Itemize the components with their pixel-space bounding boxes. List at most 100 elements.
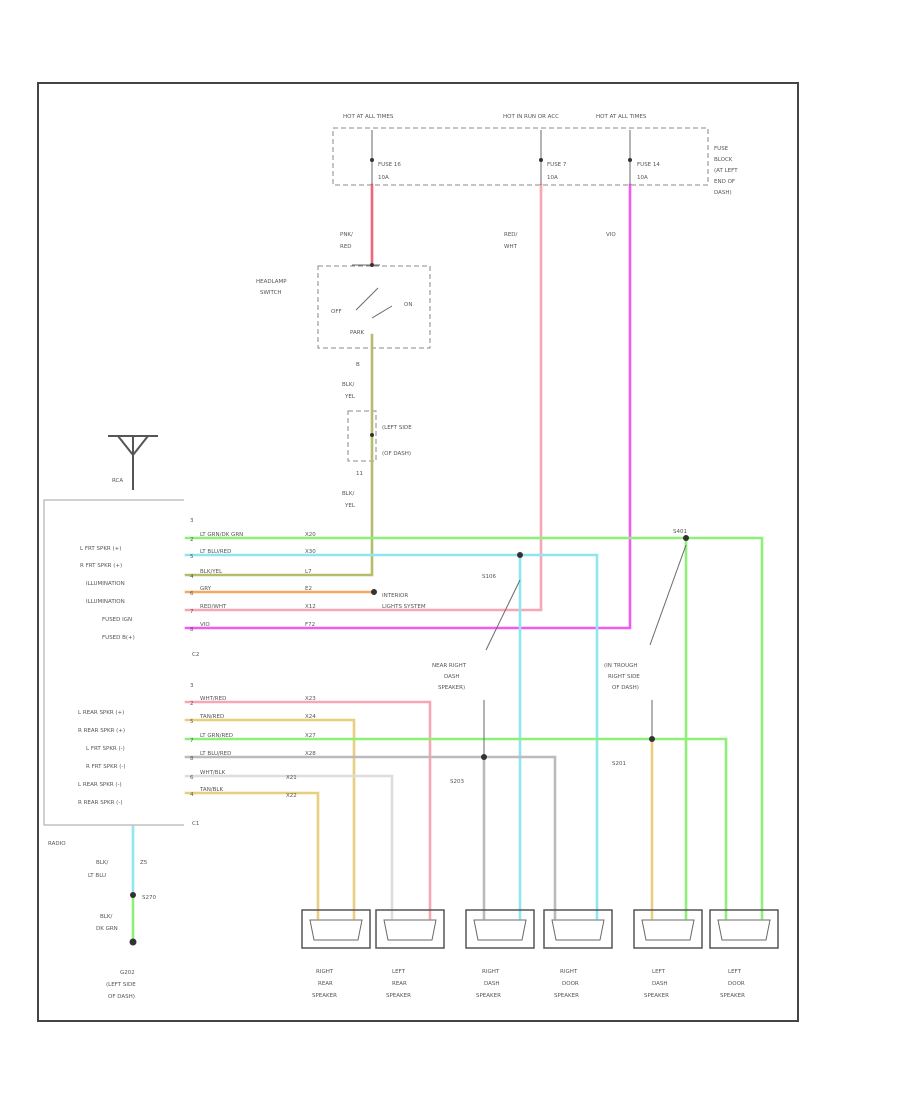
interior-label-2: LIGHTS SYSTEM xyxy=(382,604,426,610)
c2-circuit-4: X12 xyxy=(305,604,316,610)
hot-at-all-1: HOT AT ALL TIMES xyxy=(343,114,394,120)
wire-lt-grn-red xyxy=(184,737,728,920)
splice-s203-dot xyxy=(481,754,487,760)
switch-on: ON xyxy=(404,302,412,308)
c2-wire-1: LT BLU/RED xyxy=(200,549,231,555)
splice-s106-dot xyxy=(517,552,523,558)
fuse-block-2: BLOCK xyxy=(714,157,733,163)
wire-blk-yel xyxy=(184,333,374,577)
speaker-0-line1: RIGHT xyxy=(316,969,334,975)
c1-wire-4: WHT/BLK xyxy=(200,770,226,776)
speaker-2-line1: RIGHT xyxy=(482,969,500,975)
ground-loc-2: OF DASH) xyxy=(108,994,135,1000)
fuse-7-amp: 10A xyxy=(547,175,558,181)
ground-splice: S270 xyxy=(142,895,156,901)
wire-pnk-red-label-2: RED xyxy=(340,244,352,250)
hot-in-run: HOT IN RUN OR ACC xyxy=(503,114,559,120)
c1-name-2: L FRT SPKR (-) xyxy=(86,746,125,752)
fuse-14-amp: 10A xyxy=(637,175,648,181)
fuse-16-amp: 10A xyxy=(378,175,389,181)
switch-park: PARK xyxy=(350,330,365,336)
c2-pin-0: 3 xyxy=(190,518,194,524)
c2-name-3: ILLUMINATION xyxy=(86,599,125,605)
c1-wire-0: WHT/RED xyxy=(200,696,226,702)
speaker-left-door xyxy=(709,909,779,949)
ground-name: G202 xyxy=(120,970,135,976)
c2-pin-4: 6 xyxy=(190,591,194,597)
interior-label-1: INTERIOR xyxy=(382,593,408,599)
c1-pin-6: 4 xyxy=(190,792,194,798)
speaker-right-dash xyxy=(465,909,535,949)
trough-2: RIGHT SIDE xyxy=(608,674,640,680)
switch-dot xyxy=(370,263,374,267)
splice-s201-dot xyxy=(649,736,655,742)
splice-s106: S106 xyxy=(482,574,496,580)
c1-circuit-4: X21 xyxy=(286,775,297,781)
ground-g202-dot xyxy=(129,938,137,946)
c2-circuit-3: E2 xyxy=(305,586,312,592)
connector-box xyxy=(347,410,377,462)
c2-name-0: L FRT SPKR (+) xyxy=(80,546,121,552)
s106-leader xyxy=(485,579,521,651)
connector-dot xyxy=(370,433,374,437)
fuse-14-dot xyxy=(628,158,632,162)
speaker-4-line1: LEFT xyxy=(652,969,666,975)
c2-name-1: R FRT SPKR (+) xyxy=(80,563,122,569)
c2-circuit-2: L7 xyxy=(305,569,312,575)
wire-blk-yel-1b: YEL xyxy=(344,394,356,400)
c2-name-4: FUSED IGN xyxy=(102,617,132,623)
ground-wire-2b: DK GRN xyxy=(96,926,118,932)
speaker-0-line2: REAR xyxy=(318,981,333,987)
speaker-1-line1: LEFT xyxy=(392,969,406,975)
wire-blk-yel-2a: BLK/ xyxy=(342,491,354,497)
c2-pin-5: 7 xyxy=(190,609,194,615)
rear-dash-1: NEAR RIGHT xyxy=(432,663,467,669)
speaker-5-line2: DOOR xyxy=(728,981,745,987)
switch-off: OFF xyxy=(331,309,342,315)
speaker-4-line3: SPEAKER xyxy=(644,993,669,999)
c1-circuit-2: X27 xyxy=(305,733,316,739)
c1-pin-4: 8 xyxy=(190,756,194,762)
rear-dash-3: SPEAKER) xyxy=(438,685,465,691)
ground-wire-1a: BLK/ xyxy=(96,860,108,866)
ground-wire-1c: Z5 xyxy=(140,860,148,866)
wire-wht-blk xyxy=(184,774,394,920)
wire-red-wht-label-1: RED/ xyxy=(504,232,518,238)
diagram-border xyxy=(37,82,799,1022)
speaker-1-line2: REAR xyxy=(392,981,407,987)
c2-circuit-1: X30 xyxy=(305,549,316,555)
c2-pin-2: 5 xyxy=(190,554,194,560)
fuse-7-label: FUSE 7 xyxy=(547,162,567,168)
interior-dot xyxy=(371,589,377,595)
c2-name-2: ILLUMINATION xyxy=(86,581,125,587)
c1-label: C1 xyxy=(192,821,199,827)
connector-label-1: (LEFT SIDE xyxy=(382,425,412,431)
splice-s270-dot xyxy=(130,892,136,898)
switch-name-1: HEADLAMP xyxy=(256,279,287,285)
splice-s401-dot xyxy=(683,535,689,541)
fuse-block-5: DASH) xyxy=(714,190,732,196)
fuse-block-box xyxy=(332,127,709,186)
c1-name-0: L REAR SPKR (+) xyxy=(78,710,124,716)
c1-pin-5: 6 xyxy=(190,775,194,781)
c1-pin-1: 2 xyxy=(190,701,194,707)
switch-pin-11: 11 xyxy=(356,471,363,477)
c2-pin-6: 8 xyxy=(190,627,194,633)
fuse-16-label: FUSE 16 xyxy=(378,162,401,168)
wire-lt-grn-dk-grn xyxy=(184,536,764,920)
fuse-16-dot xyxy=(370,158,374,162)
speaker-5-line1: LEFT xyxy=(728,969,742,975)
fuse-block-3: (AT LEFT xyxy=(714,168,738,174)
wire-wht-red xyxy=(184,700,432,920)
speaker-5-line3: SPEAKER xyxy=(720,993,745,999)
headlamp-switch-box xyxy=(317,265,431,349)
speaker-right-rear xyxy=(301,909,371,949)
s401-leader xyxy=(649,544,687,646)
wire-pnk-red-label-1: PNK/ xyxy=(340,232,353,238)
wire-vio-label: VIO xyxy=(606,232,616,238)
speaker-3-line1: RIGHT xyxy=(560,969,578,975)
c1-circuit-5: X22 xyxy=(286,793,297,799)
switch-name-2: SWITCH xyxy=(260,290,282,296)
c1-circuit-1: X24 xyxy=(305,714,316,720)
